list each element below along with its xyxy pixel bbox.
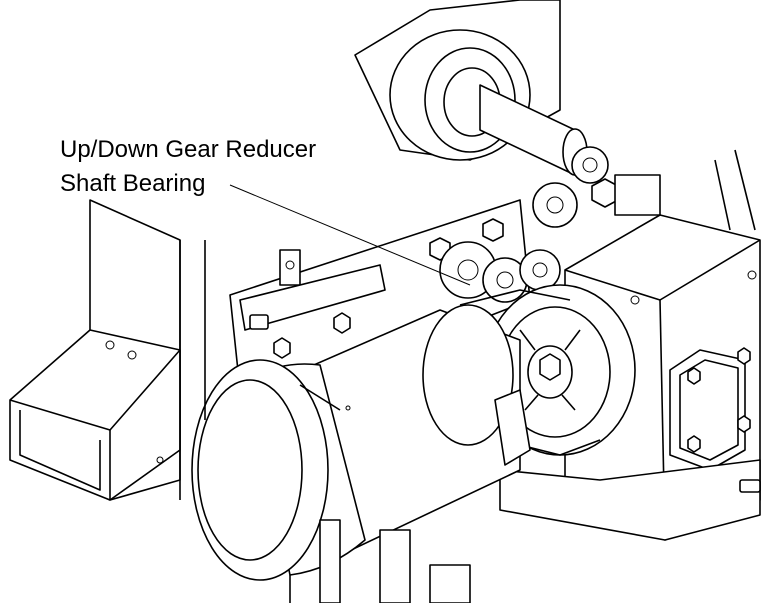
leader-line <box>229 184 471 286</box>
motor-base <box>289 519 471 603</box>
right-frame <box>499 149 761 541</box>
upper-sprocket <box>532 146 609 228</box>
callout-label-line-2: Shaft Bearing <box>60 170 206 197</box>
left-chute <box>9 199 206 501</box>
gear-reducer-box <box>564 214 761 541</box>
top-bearing-housing <box>354 0 588 176</box>
callout-label-line-1: Up/Down Gear Reducer <box>60 136 317 163</box>
